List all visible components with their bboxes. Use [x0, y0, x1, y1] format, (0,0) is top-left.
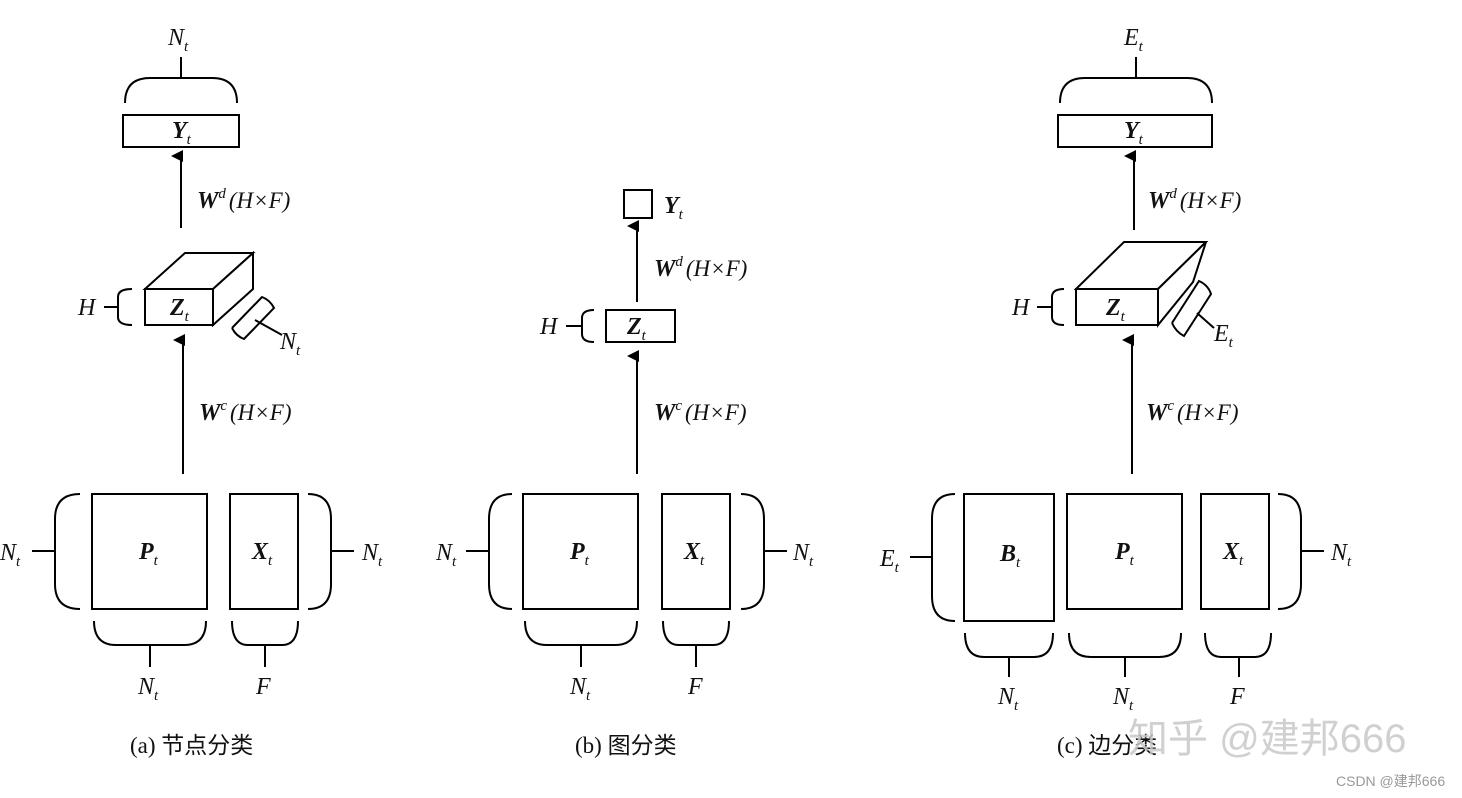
wc-label-a: Wc(H×F) — [199, 398, 292, 426]
caption-b: (b) 图分类 — [575, 733, 677, 758]
bottom-n-label-b: Nt — [569, 674, 591, 704]
b-label-c: Bt — [999, 541, 1021, 571]
b-matrix-c — [963, 493, 1055, 622]
z-label-b: Zt — [626, 314, 647, 344]
wd-label-a: Wd(H×F) — [197, 186, 290, 214]
z-box-b — [605, 309, 676, 343]
right-brace-b — [740, 493, 787, 610]
csdn-watermark: CSDN @建邦666 — [1336, 773, 1445, 789]
wc-label-c: Wc(H×F) — [1146, 398, 1239, 426]
e-brace-cube-c — [1171, 279, 1215, 338]
panel-graph-classification: Yt Wd(H×F) Zt H Wc(H×F) Pt Xt Nt Nt Nt F… — [435, 189, 814, 758]
x-matrix-b — [661, 493, 731, 610]
output-brace-c — [1059, 57, 1213, 104]
p-label-c: Pt — [1114, 539, 1135, 569]
panel-edge-classification: Et Yt Wd(H×F) Zt H Et Wc(H×F) Bt Pt Xt E… — [879, 25, 1352, 758]
bottom-brace-b-c — [964, 632, 1054, 677]
p-matrix-a — [91, 493, 208, 610]
h-brace-c — [1037, 288, 1065, 326]
bottom-brace-x-a — [231, 620, 299, 667]
z-label-a: Zt — [169, 295, 190, 325]
panel-node-classification: Nt Yt Wd(H×F) Zt H Nt Wc(H×F) Pt Xt Nt N… — [0, 25, 383, 758]
left-n-label-a: Nt — [0, 540, 21, 570]
right-n-label-a: Nt — [361, 540, 383, 570]
cube-e-label-c: Et — [1213, 321, 1234, 351]
x-label-a: Xt — [251, 539, 273, 569]
right-n-label-c: Nt — [1330, 540, 1352, 570]
right-brace-a — [307, 493, 354, 610]
h-label-a: H — [77, 295, 97, 321]
zhihu-watermark: 知乎 @建邦666 — [1128, 717, 1406, 761]
p-label-a: Pt — [138, 539, 159, 569]
p-label-b: Pt — [569, 539, 590, 569]
bottom-brace-x-c — [1204, 632, 1272, 677]
left-brace-b — [466, 493, 513, 610]
bottom-n-label-c2: Nt — [1112, 684, 1134, 714]
right-n-label-b: Nt — [792, 540, 814, 570]
bottom-f-label-c: F — [1229, 684, 1245, 710]
h-brace-a — [104, 288, 133, 326]
wd-label-b: Wd(H×F) — [654, 254, 747, 282]
z-cube-front-a — [144, 288, 214, 326]
left-n-label-b: Nt — [435, 540, 457, 570]
wc-label-b: Wc(H×F) — [654, 398, 747, 426]
output-label-c: Et — [1123, 25, 1144, 55]
x-label-b: Xt — [683, 539, 705, 569]
caption-a: (a) 节点分类 — [130, 733, 253, 758]
h-brace-b — [566, 309, 595, 343]
x-label-c: Xt — [1222, 539, 1244, 569]
p-matrix-c — [1066, 493, 1183, 610]
caption-c: (c) 边分类 — [1057, 733, 1157, 758]
y-box-a — [122, 114, 240, 148]
h-label-b: H — [539, 314, 559, 340]
bottom-brace-p-b — [524, 620, 638, 667]
left-brace-a — [32, 493, 81, 610]
cube-n-label-a: Nt — [279, 329, 301, 359]
right-brace-c — [1277, 493, 1324, 610]
n-brace-cube-a — [231, 295, 283, 341]
bottom-f-label-a: F — [255, 674, 271, 700]
left-e-label-c: Et — [879, 546, 900, 576]
left-brace-c — [910, 493, 956, 622]
wd-label-c: Wd(H×F) — [1148, 186, 1241, 214]
x-matrix-a — [229, 493, 299, 610]
z-label-c: Zt — [1105, 295, 1126, 325]
x-matrix-c — [1200, 493, 1270, 610]
h-label-c: H — [1011, 295, 1031, 321]
y-label-c: Yt — [1124, 118, 1144, 148]
output-label-a: Nt — [167, 25, 189, 55]
z-cube-front-c — [1075, 288, 1159, 326]
bottom-brace-x-b — [662, 620, 730, 667]
y-label-b: Yt — [664, 193, 684, 223]
y-box-b — [623, 189, 653, 219]
bottom-f-label-b: F — [687, 674, 703, 700]
bottom-n-label-c1: Nt — [997, 684, 1019, 714]
bottom-brace-p-c — [1068, 632, 1182, 677]
y-label-a: Yt — [172, 118, 192, 148]
bottom-brace-p-a — [93, 620, 207, 667]
output-brace-a — [124, 57, 238, 104]
y-box-c — [1057, 114, 1213, 148]
p-matrix-b — [522, 493, 639, 610]
bottom-n-label-a: Nt — [137, 674, 159, 704]
